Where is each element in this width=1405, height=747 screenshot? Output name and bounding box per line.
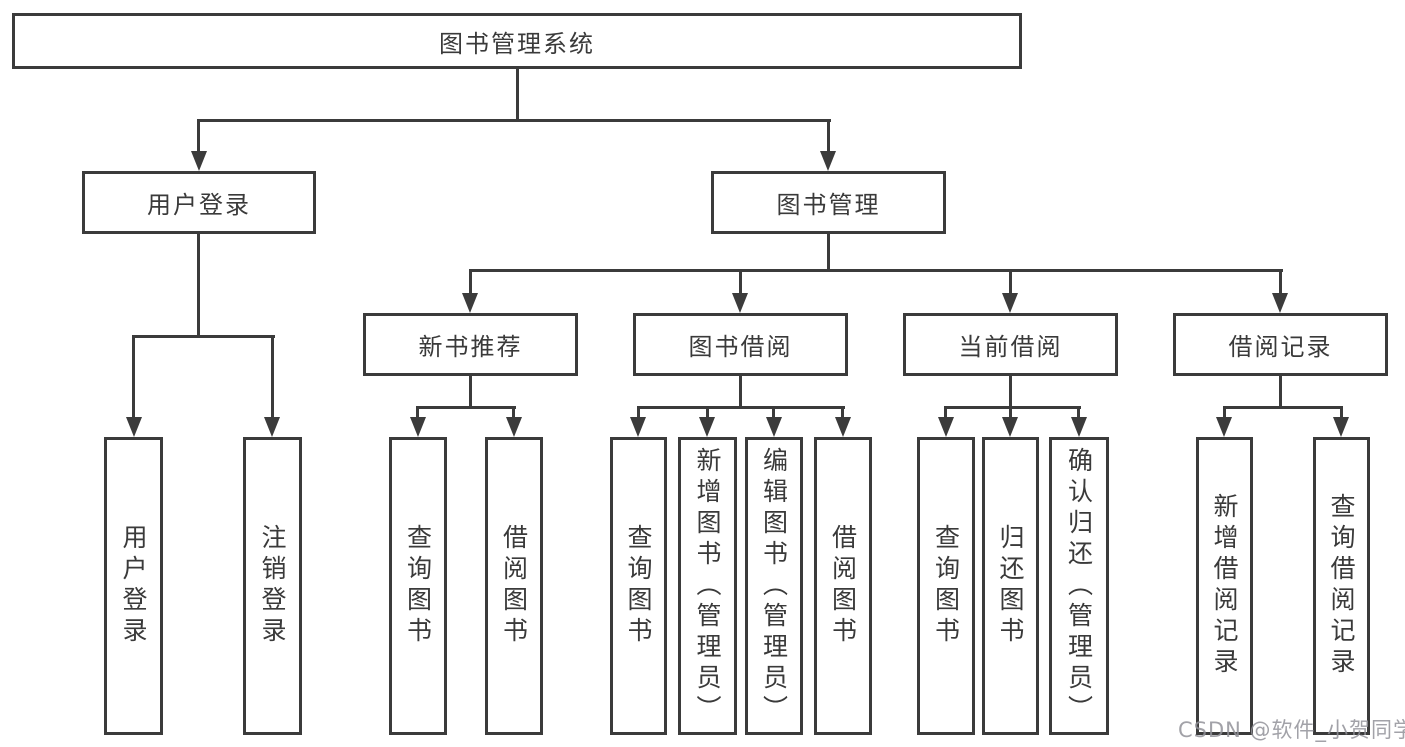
connector-line	[944, 406, 1081, 409]
node-book-borrowing: 图书借阅	[633, 313, 848, 376]
arrow-down-icon	[766, 417, 782, 437]
node-borrowing-records: 借阅记录	[1173, 313, 1388, 376]
leaf-user-login: 用户登录	[104, 437, 163, 735]
connector-line	[739, 376, 742, 408]
connector-line	[1009, 269, 1012, 294]
connector-line	[416, 406, 419, 418]
connector-line	[271, 335, 274, 417]
leaf-logout: 注销登录	[243, 437, 302, 735]
connector-line	[132, 335, 135, 417]
connector-line	[772, 406, 775, 418]
connector-line	[1077, 406, 1080, 418]
leaf-bb-borrow-books: 借阅图书	[814, 437, 872, 735]
connector-line	[1009, 376, 1012, 408]
arrow-down-icon	[630, 417, 646, 437]
node-user-login: 用户登录	[82, 171, 316, 234]
connector-line	[1279, 376, 1282, 408]
arrow-down-icon	[1071, 417, 1087, 437]
arrow-down-icon	[835, 417, 851, 437]
node-library-system: 图书管理系统	[12, 13, 1022, 69]
connector-line	[516, 69, 519, 121]
connector-line	[706, 406, 709, 418]
connector-line	[197, 234, 200, 338]
arrow-down-icon	[1002, 293, 1018, 313]
connector-line	[1223, 406, 1343, 409]
leaf-br-add-record: 新增借阅记录	[1196, 437, 1253, 735]
arrow-down-icon	[820, 151, 836, 171]
node-book-management: 图书管理	[711, 171, 946, 234]
arrow-down-icon	[1002, 417, 1018, 437]
leaf-cb-query-books: 查询图书	[917, 437, 975, 735]
connector-line	[1009, 406, 1012, 418]
connector-line	[827, 119, 830, 153]
connector-line	[841, 406, 844, 418]
leaf-bb-edit-books-admin: 编辑图书（管理员）	[745, 437, 803, 735]
connector-line	[512, 406, 515, 418]
connector-line	[944, 406, 947, 418]
leaf-bb-query-books: 查询图书	[610, 437, 667, 735]
connector-line	[739, 269, 742, 294]
arrow-down-icon	[506, 417, 522, 437]
arrow-down-icon	[1272, 293, 1288, 313]
leaf-br-query-record: 查询借阅记录	[1313, 437, 1370, 735]
leaf-bb-add-books-admin: 新增图书（管理员）	[678, 437, 737, 735]
arrow-down-icon	[191, 151, 207, 171]
arrow-down-icon	[264, 417, 280, 437]
connector-line	[1223, 406, 1226, 418]
connector-line	[132, 335, 275, 338]
csdn-watermark: CSDN @软件_小贺同学	[1178, 718, 1405, 742]
leaf-cb-return-books: 归还图书	[982, 437, 1039, 735]
leaf-nb-query-books: 查询图书	[389, 437, 447, 735]
connector-line	[416, 406, 516, 409]
connector-line	[1279, 269, 1282, 294]
connector-line	[1340, 406, 1343, 418]
connector-line	[197, 119, 831, 122]
arrow-down-icon	[699, 417, 715, 437]
leaf-cb-confirm-return-admin: 确认归还（管理员）	[1049, 437, 1109, 735]
arrow-down-icon	[732, 293, 748, 313]
connector-line	[469, 269, 472, 294]
arrow-down-icon	[410, 417, 426, 437]
arrow-down-icon	[126, 417, 142, 437]
connector-line	[637, 406, 640, 418]
connector-line	[469, 269, 1283, 272]
node-new-book-recommend: 新书推荐	[363, 313, 578, 376]
connector-line	[197, 119, 200, 153]
arrow-down-icon	[938, 417, 954, 437]
connector-line	[469, 376, 472, 408]
arrow-down-icon	[462, 293, 478, 313]
connector-line	[637, 406, 845, 409]
connector-line	[827, 234, 830, 272]
node-current-borrowing: 当前借阅	[903, 313, 1118, 376]
arrow-down-icon	[1333, 417, 1349, 437]
arrow-down-icon	[1216, 417, 1232, 437]
leaf-nb-borrow-books: 借阅图书	[485, 437, 543, 735]
